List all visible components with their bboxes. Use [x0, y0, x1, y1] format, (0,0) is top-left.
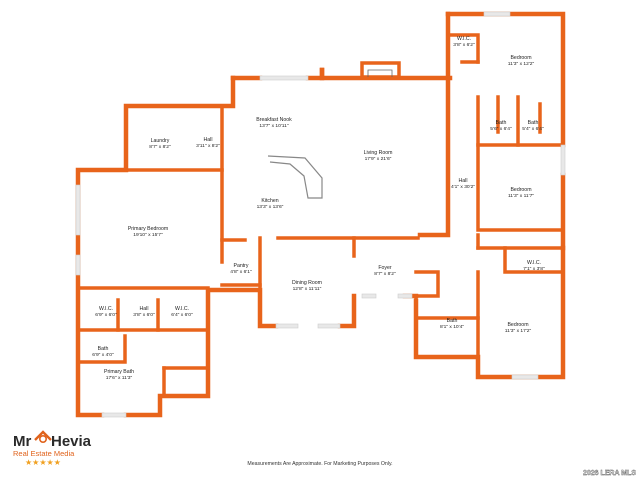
room-dimensions-kitchen: 13'3" x 13'6": [257, 204, 284, 210]
window: [275, 323, 299, 329]
exterior-wall: [337, 293, 357, 329]
window: [483, 11, 511, 17]
window: [259, 75, 309, 81]
room-dimensions-breakfast-nook: 13'7" x 10'11": [259, 123, 288, 129]
window: [361, 293, 377, 299]
interior-wall: [476, 143, 565, 232]
room-dimensions-dining-room: 12'8" x 11'11": [293, 286, 322, 292]
window: [397, 293, 413, 299]
room-dimensions-bedroom-top: 11'3" x 12'2": [508, 61, 535, 67]
room-dimensions-hall-long: 4'1" x 30'2": [451, 184, 475, 190]
room-dimensions-wic-pr: 6'4" x 6'0": [171, 312, 193, 318]
room-dimensions-living-room: 17'9" x 21'6": [365, 156, 392, 162]
room-name-breakfast-nook: Breakfast Nook: [256, 117, 292, 123]
room-name-bedroom-bottom: Bedroom: [507, 322, 528, 328]
window: [75, 184, 81, 236]
fixture-layer: [267, 61, 401, 199]
interior-wall: [76, 334, 127, 364]
room-name-hall-long: Hall: [459, 178, 468, 184]
kitchen-island: [267, 155, 323, 199]
interior-wall: [476, 95, 565, 147]
window-layer: [75, 11, 566, 418]
room-name-bath-small: Bath: [98, 346, 109, 352]
room-name-hall-upper: Hall: [204, 137, 213, 143]
room-name-foyer: Foyer: [378, 265, 392, 271]
room-name-bedroom-mid: Bedroom: [510, 187, 531, 193]
company-logo: Mr Hevia Real Estate Media ★★★★★: [13, 430, 92, 467]
room-dimensions-pantry: 4'8" x 6'1": [230, 269, 252, 275]
interior-wall: [446, 33, 480, 64]
room-name-primary-bath: Primary Bath: [104, 369, 134, 375]
interior-wall: [276, 236, 356, 258]
room-name-wic-right: W.I.C.: [527, 260, 541, 266]
room-name-bedroom-top: Bedroom: [510, 55, 531, 61]
room-dimensions-bath-right: 8'1" x 10'4": [440, 324, 464, 330]
logo-subtitle: Real Estate Media: [13, 449, 75, 458]
room-name-bath-mid-right: Bath: [528, 120, 539, 126]
room-dimensions-hall-pb: 3'8" x 6'0": [133, 312, 155, 318]
room-dimensions-hall-upper: 3'11" x 8'2": [196, 143, 220, 149]
room-dimensions-bedroom-bottom: 11'3" x 17'2": [505, 328, 532, 334]
room-dimensions-wic-right: 7'1" x 3'8": [523, 266, 545, 272]
house-icon: [34, 430, 52, 444]
room-dimensions-bath-mid-right: 5'4" x 6'4": [522, 126, 544, 132]
room-dimensions-bath-small: 6'9" x 4'0": [92, 352, 114, 358]
room-dimensions-primary-bath: 17'6" x 11'3": [106, 375, 133, 381]
interior-wall: [503, 246, 565, 274]
room-name-bath-right: Bath: [447, 318, 458, 324]
rating-stars-icon: ★★★★★: [25, 458, 61, 467]
exterior-wall: [123, 287, 279, 418]
room-dimensions-wic-pl: 6'9" x 6'0": [95, 312, 117, 318]
room-name-wic-top: W.I.C.: [457, 36, 471, 42]
room-name-bath-mid-left: Bath: [496, 120, 507, 126]
window: [511, 374, 539, 380]
logo-mr-text: Mr: [13, 433, 31, 450]
room-name-wic-pr: W.I.C.: [175, 306, 189, 312]
room-name-dining-room: Dining Room: [292, 280, 322, 286]
room-dimensions-wic-top: 3'8" x 6'2": [453, 42, 475, 48]
room-name-laundry: Laundry: [151, 138, 170, 144]
measurement-disclaimer: Measurements Are Approximate. For Market…: [247, 461, 392, 467]
room-name-wic-pl: W.I.C.: [99, 306, 113, 312]
room-dimensions-bedroom-mid: 11'3" x 11'7": [508, 193, 534, 199]
logo-brand-text: Hevia: [51, 433, 92, 450]
window: [75, 254, 81, 276]
copyright-watermark: 2026 LERA MLS: [583, 470, 636, 477]
room-dimensions-laundry: 8'7" x 8'2": [149, 144, 171, 150]
room-name-primary-bedroom: Primary Bedroom: [128, 226, 168, 232]
room-dimensions-bath-mid-left: 5'6" x 6'4": [490, 126, 512, 132]
room-dimensions-primary-bedroom: 19'10" x 15'7": [133, 232, 163, 238]
room-name-pantry: Pantry: [234, 263, 249, 269]
fireplace-hearth: [367, 69, 393, 77]
interior-wall: [414, 270, 440, 298]
window: [560, 144, 566, 176]
wall-layer: [75, 11, 566, 418]
exterior-wall: [417, 11, 451, 238]
room-name-kitchen: Kitchen: [261, 198, 278, 204]
room-dimensions-foyer: 8'7" x 8'2": [374, 271, 396, 277]
room-name-living-room: Living Room: [364, 150, 393, 156]
window: [101, 412, 127, 418]
window: [317, 323, 341, 329]
room-name-hall-pb: Hall: [140, 306, 149, 312]
exterior-wall: [319, 67, 453, 81]
